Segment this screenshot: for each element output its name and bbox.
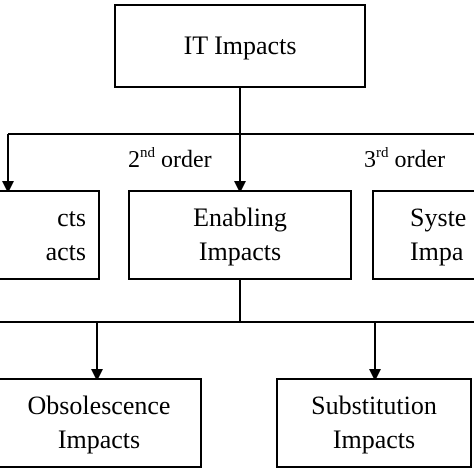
systemic-partial-box: Syste Impa: [372, 190, 474, 280]
it-impacts-label: IT Impacts: [183, 31, 297, 60]
it-impacts-box: IT Impacts: [114, 4, 366, 88]
obsolescence-line1: Obsolescence: [27, 391, 171, 420]
left-partial-box: cts acts: [0, 190, 100, 280]
substitution-impacts-box: Substitution Impacts: [276, 378, 472, 468]
enabling-line1: Enabling: [193, 203, 287, 232]
obsolescence-impacts-box: Obsolescence Impacts: [0, 378, 202, 468]
third-order-suffix: rd: [376, 145, 389, 161]
third-order-label: 3rd order: [364, 146, 445, 174]
second-order-word: order: [161, 147, 212, 173]
obsolescence-line2: Impacts: [57, 425, 141, 454]
left-partial-line1: cts: [57, 203, 86, 232]
second-order-suffix: nd: [140, 145, 155, 161]
systemic-partial-line2: Impa: [410, 237, 464, 266]
enabling-line2: Impacts: [198, 237, 282, 266]
second-order-label: 2nd order: [128, 146, 212, 174]
substitution-line1: Substitution: [311, 391, 437, 420]
left-partial-line2: acts: [45, 237, 86, 266]
second-order-number: 2: [128, 147, 140, 173]
substitution-line2: Impacts: [332, 425, 416, 454]
third-order-number: 3: [364, 147, 376, 173]
systemic-partial-line1: Syste: [410, 203, 467, 232]
third-order-word: order: [394, 147, 446, 173]
enabling-impacts-box: Enabling Impacts: [128, 190, 352, 280]
